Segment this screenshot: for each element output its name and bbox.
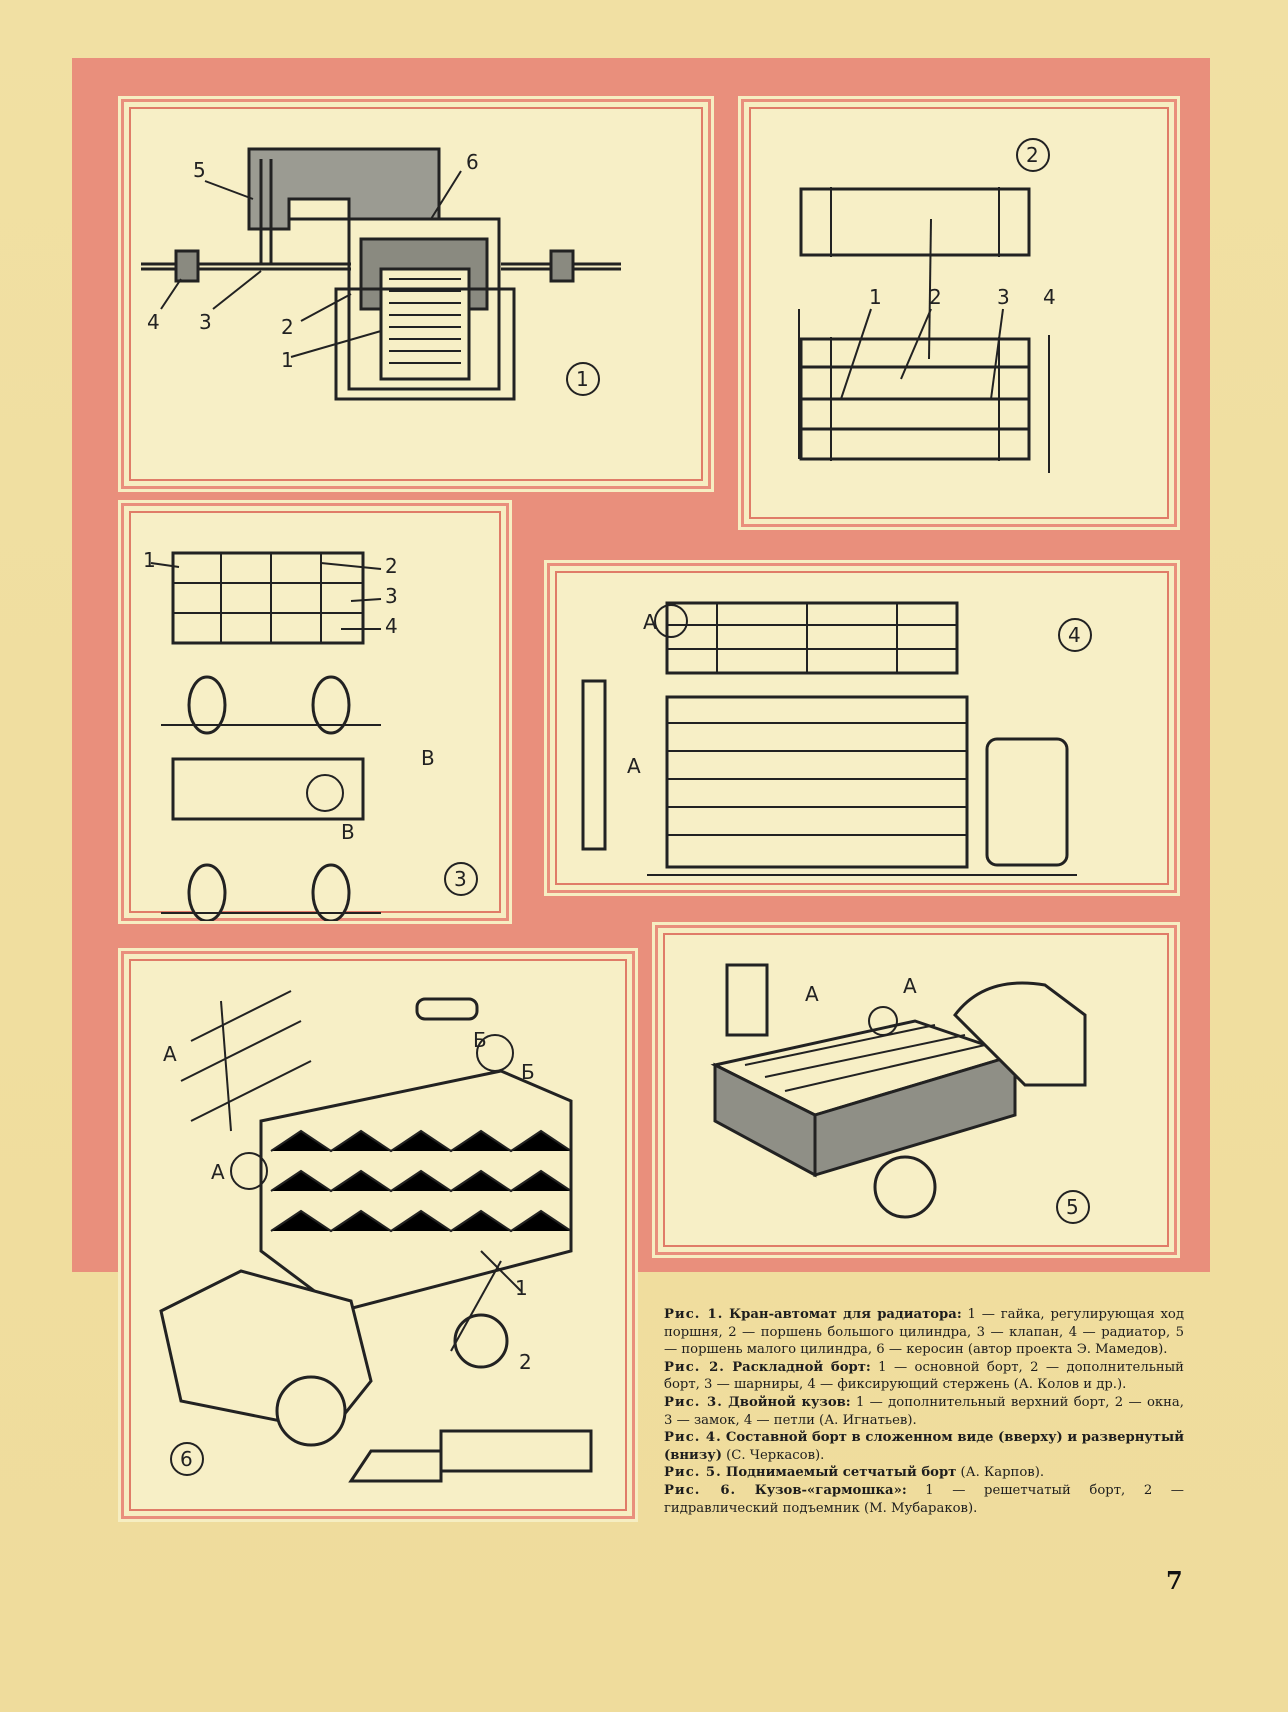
fig2-number: 2 [1026, 143, 1039, 167]
fig2-callout-1: 1 [869, 285, 882, 309]
fig1-callout-3: 3 [199, 310, 212, 334]
page-number: 7 [1166, 1566, 1183, 1595]
fig6-callout-1: 1 [515, 1276, 528, 1300]
figure-5-drawing: А А 5 [710, 963, 1090, 1224]
figure-1-drawing: 5 6 4 3 2 1 1 [141, 147, 621, 401]
caption-fig4: Рис. 4. Составной борт в сложенном виде … [664, 1430, 1184, 1463]
fig2-callout-4: 4 [1043, 285, 1056, 309]
fig6-callout-b-right: Б [521, 1060, 535, 1084]
fig3-callout-b-lower: В [341, 820, 355, 844]
figure-6-drawing: А А Б Б 1 2 6 [159, 990, 593, 1483]
figure-4-drawing: А А 4 [581, 601, 1092, 876]
fig1-number: 1 [576, 367, 589, 391]
fig6-callout-a-upper: А [163, 1042, 177, 1066]
figure-6-panel: А А Б Б 1 2 6 [118, 948, 638, 1522]
fig2-callout-2: 2 [929, 285, 942, 309]
fig4-number: 4 [1068, 623, 1081, 647]
fig1-callout-2: 2 [281, 315, 294, 339]
caption-fig6: Рис. 6. Кузов-«гармошка»: 1 — решетчатый… [664, 1482, 1184, 1516]
fig3-number: 3 [454, 867, 467, 891]
fig4-callout-a-lower: А [627, 754, 641, 778]
figure-5-panel: А А 5 [652, 922, 1180, 1258]
fig3-callout-b-upper: В [421, 746, 435, 770]
caption-fig3: Рис. 3. Двойной кузов: 1 — дополнительны… [664, 1394, 1184, 1428]
fig2-callout-3: 3 [997, 285, 1010, 309]
figure-3-panel: 1 2 3 4 В В 3 [118, 500, 512, 924]
caption-fig5: Рис. 5. Поднимаемый сетчатый борт (А. Ка… [664, 1465, 1045, 1481]
fig1-callout-1: 1 [281, 348, 294, 372]
caption-fig2: Рис. 2. Раскладной борт: 1 — основной бо… [664, 1359, 1184, 1393]
fig6-callout-b-left: Б [473, 1028, 487, 1052]
fig6-callout-a-lower: А [211, 1160, 225, 1184]
fig5-callout-a-left: А [805, 982, 819, 1006]
figure-3-drawing: 1 2 3 4 В В 3 [143, 548, 478, 921]
fig3-callout-2: 2 [385, 554, 398, 578]
fig3-callout-4: 4 [385, 614, 398, 638]
figure-4-panel: А А 4 [544, 560, 1180, 896]
fig3-callout-3: 3 [385, 584, 398, 608]
fig1-callout-6: 6 [466, 150, 479, 174]
figure-2-drawing: 1 2 3 4 2 [798, 138, 1056, 473]
fig6-callout-2: 2 [519, 1350, 532, 1374]
figure-1-panel: 5 6 4 3 2 1 1 [118, 96, 714, 492]
fig1-callout-5: 5 [193, 158, 206, 182]
fig1-callout-4: 4 [147, 310, 160, 334]
fig4-callout-a-upper: А [643, 610, 657, 634]
fig5-callout-a-right: А [903, 974, 917, 998]
fig6-number: 6 [180, 1447, 193, 1471]
figure-2-panel: 1 2 3 4 2 [738, 96, 1180, 530]
fig3-callout-1: 1 [143, 548, 156, 572]
caption-fig1: Рис. 1. Кран-автомат для радиатора: 1 — … [664, 1307, 1184, 1358]
figure-captions: Рис. 1. Кран-автомат для радиатора: 1 — … [664, 1306, 1184, 1517]
fig5-number: 5 [1066, 1195, 1079, 1219]
